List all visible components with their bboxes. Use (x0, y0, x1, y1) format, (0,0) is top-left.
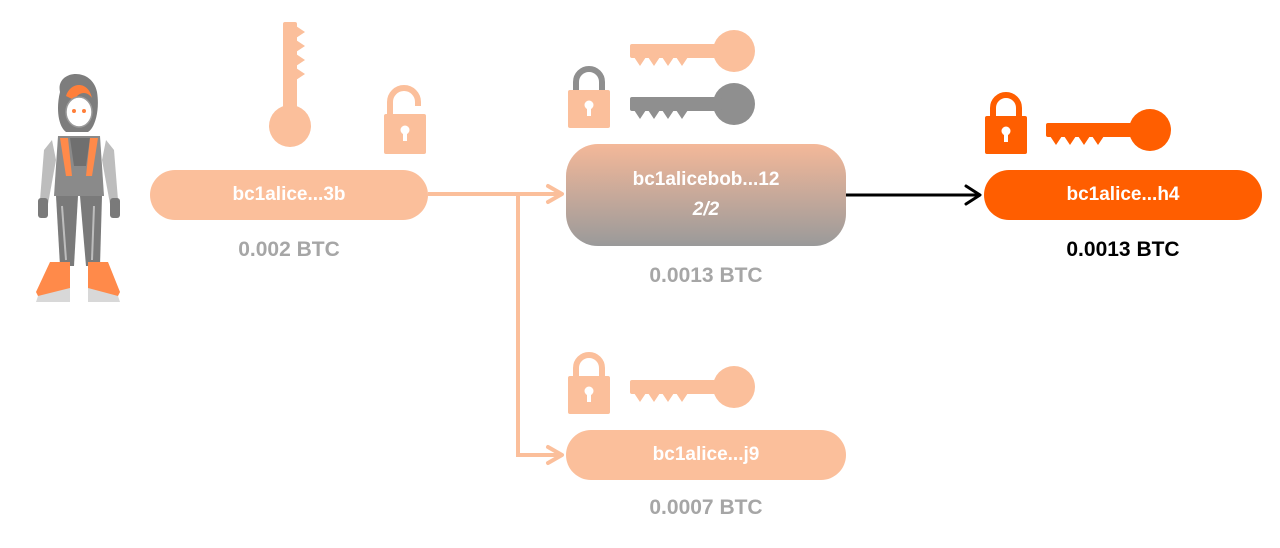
change-amount: 0.0007 BTC (649, 496, 763, 519)
padlock-icon (985, 92, 1027, 154)
multisig-threshold: 2/2 (692, 199, 720, 220)
change-address: bc1alice...j9 (566, 430, 846, 480)
source-address-label: bc1alice...3b (232, 184, 346, 205)
key-icon (630, 83, 755, 125)
change-pill-bg (566, 430, 846, 480)
key-icon (630, 30, 755, 72)
multisig-address-label: bc1alicebob...12 (632, 169, 780, 190)
alice-avatar (36, 73, 120, 302)
key-icon (269, 22, 311, 147)
unlocked-padlock-icon (384, 85, 426, 154)
padlock-icon (568, 66, 610, 128)
multisig-address: bc1alicebob...12 2/2 (566, 144, 846, 246)
multisig-pill-bg (566, 144, 846, 246)
multisig-amount: 0.0013 BTC (649, 264, 763, 287)
change-address-label: bc1alice...j9 (652, 444, 760, 465)
destination-address: bc1alice...h4 (984, 170, 1262, 220)
padlock-icon (568, 352, 610, 414)
connectors (428, 184, 982, 465)
source-amount: 0.002 BTC (238, 238, 340, 261)
key-icon (630, 366, 755, 408)
source-address: bc1alice...3b (150, 170, 428, 220)
destination-pill-bg (984, 170, 1262, 220)
destination-address-label: bc1alice...h4 (1066, 184, 1180, 205)
destination-amount: 0.0013 BTC (1066, 238, 1180, 261)
source-pill-bg (150, 170, 428, 220)
key-icon (1046, 109, 1171, 151)
